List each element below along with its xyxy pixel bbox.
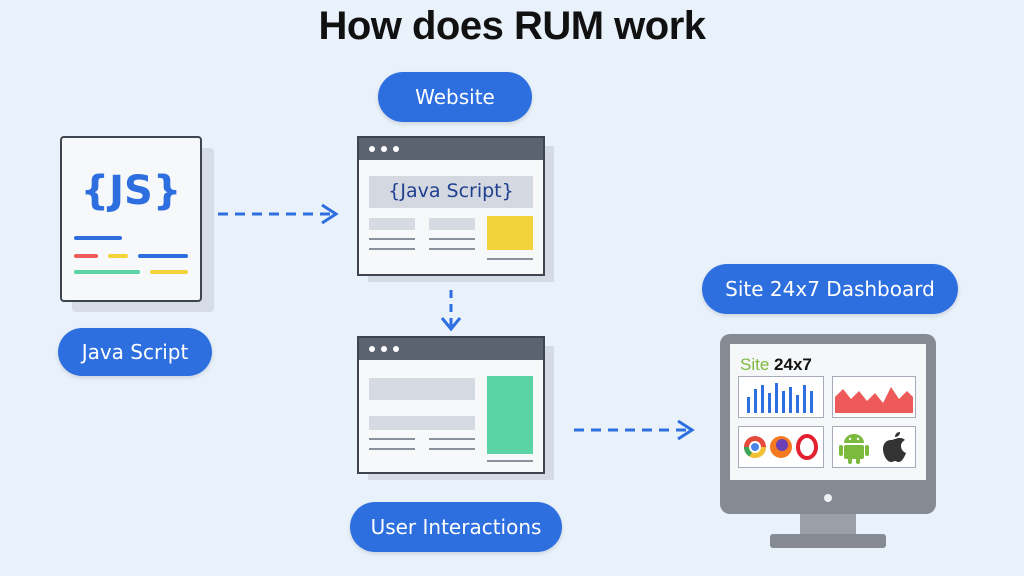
chrome-icon <box>744 436 766 458</box>
javascript-banner: {Java Script} <box>388 180 514 202</box>
user-interactions-label: User Interactions <box>350 502 562 552</box>
site24x7-logo: Site 24x7 <box>740 355 812 374</box>
dashboard-label: Site 24x7 Dashboard <box>702 264 958 314</box>
arrow-right-icon <box>218 203 339 225</box>
arrow-right-icon <box>574 419 695 441</box>
arrow-down-icon <box>440 290 462 332</box>
area-chart-tile <box>832 376 916 418</box>
browsers-tile <box>738 426 824 468</box>
js-braces-text: {JS} <box>80 168 182 214</box>
javascript-label: Java Script <box>58 328 212 376</box>
firefox-icon <box>770 436 792 458</box>
opera-icon <box>796 434 818 460</box>
page-title: How does RUM work <box>318 4 706 48</box>
os-tile <box>832 426 916 468</box>
apple-icon <box>883 432 906 462</box>
bar-chart-icon <box>747 383 813 413</box>
bar-chart-tile <box>738 376 824 418</box>
website-label: Website <box>378 72 532 122</box>
android-icon <box>839 434 869 464</box>
area-chart-icon <box>835 387 913 413</box>
